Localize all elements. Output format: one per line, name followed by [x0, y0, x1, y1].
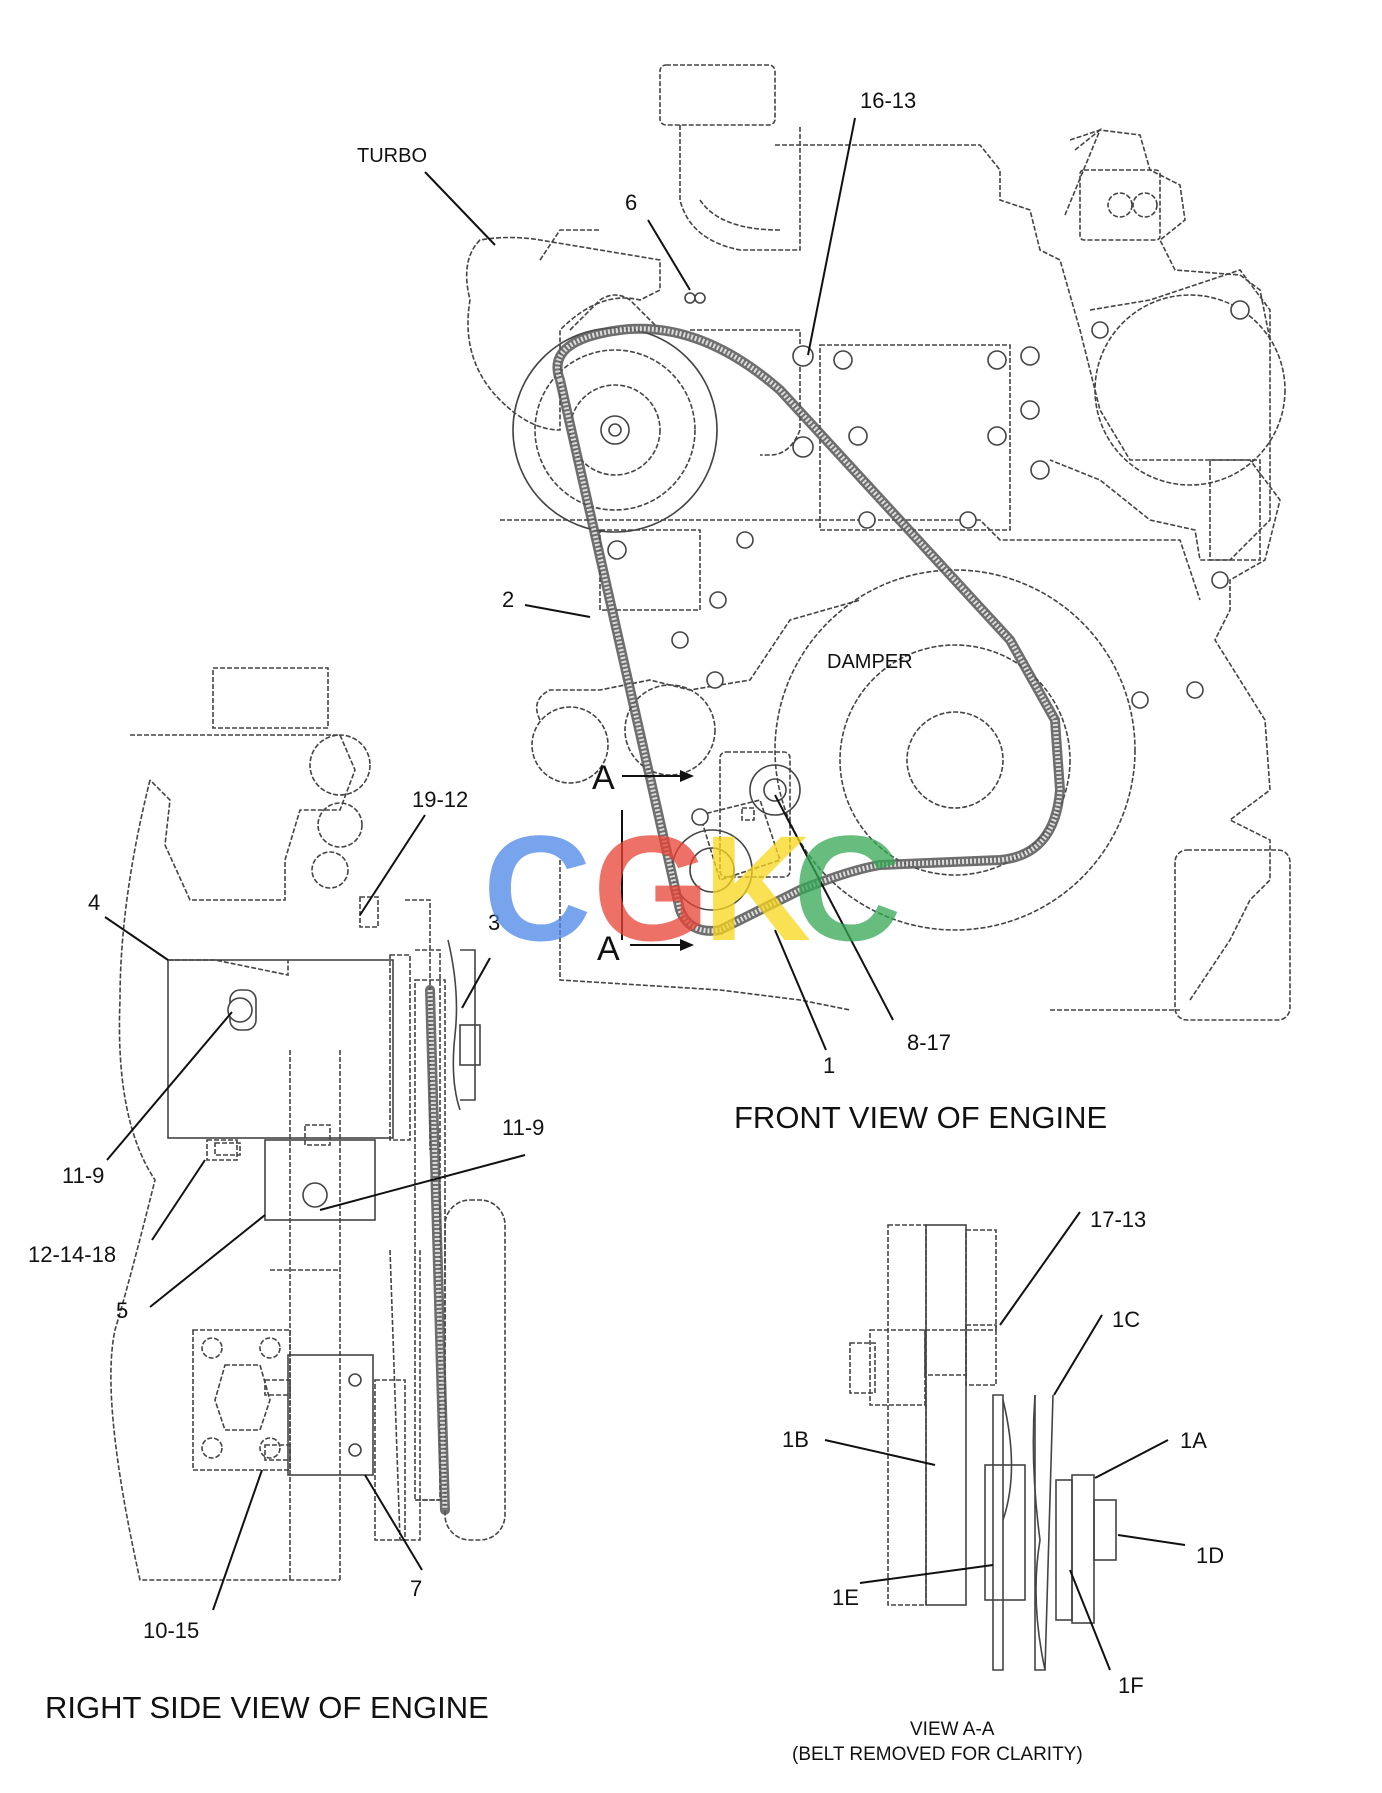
right-side-view-title: RIGHT SIDE VIEW OF ENGINE	[45, 1690, 489, 1725]
label-1C: 1C	[1112, 1307, 1140, 1332]
front-view-leaders	[424, 117, 894, 1051]
label-7: 7	[410, 1576, 422, 1601]
label-4: 4	[88, 890, 100, 915]
label-1: 1	[823, 1053, 835, 1078]
label-12-14-18: 12-14-18	[28, 1242, 116, 1267]
label-8-17: 8-17	[907, 1030, 951, 1055]
label-1A: 1A	[1180, 1428, 1207, 1453]
section-a-top-label: A	[592, 759, 615, 797]
view-titles: FRONT VIEW OF ENGINE RIGHT SIDE VIEW OF …	[45, 1100, 1107, 1765]
watermark-logo: C G K C	[483, 804, 901, 972]
label-11-9-right: 11-9	[502, 1115, 544, 1140]
section-a-bottom-label: A	[597, 930, 620, 968]
label-6: 6	[625, 190, 637, 215]
label-11-9-left: 11-9	[62, 1163, 104, 1188]
side-view-leaders	[104, 814, 526, 1611]
view-aa-note: (BELT REMOVED FOR CLARITY)	[792, 1744, 1083, 1765]
label-1F: 1F	[1118, 1673, 1144, 1698]
watermark-letter-3: K	[703, 804, 811, 972]
label-19-12: 19-12	[412, 787, 468, 812]
section-marker-aa: A A	[592, 759, 694, 968]
part-labels: TURBO 16-13 6 2 DAMPER 1 8-17 19-12 4 3 …	[28, 88, 1224, 1698]
label-turbo: TURBO	[357, 145, 427, 167]
watermark-letter-1: C	[483, 804, 591, 972]
view-aa-title: VIEW A-A	[910, 1719, 995, 1740]
front-view-drawing	[465, 64, 1291, 1021]
label-10-15: 10-15	[143, 1618, 199, 1643]
watermark-letter-4: C	[793, 804, 901, 972]
label-3: 3	[488, 910, 500, 935]
label-1E: 1E	[832, 1585, 859, 1610]
label-16-13: 16-13	[860, 88, 916, 113]
label-1B: 1B	[782, 1427, 809, 1452]
label-2: 2	[502, 587, 514, 612]
front-view-title: FRONT VIEW OF ENGINE	[734, 1100, 1107, 1135]
label-5: 5	[116, 1298, 128, 1323]
view-aa-leaders	[824, 1211, 1186, 1671]
label-17-13: 17-13	[1090, 1207, 1146, 1232]
watermark-letter-2: G	[593, 804, 710, 972]
label-1D: 1D	[1196, 1543, 1224, 1568]
view-aa-drawing	[849, 1224, 1117, 1671]
right-side-view-drawing	[110, 667, 506, 1581]
label-damper: DAMPER	[827, 651, 913, 673]
